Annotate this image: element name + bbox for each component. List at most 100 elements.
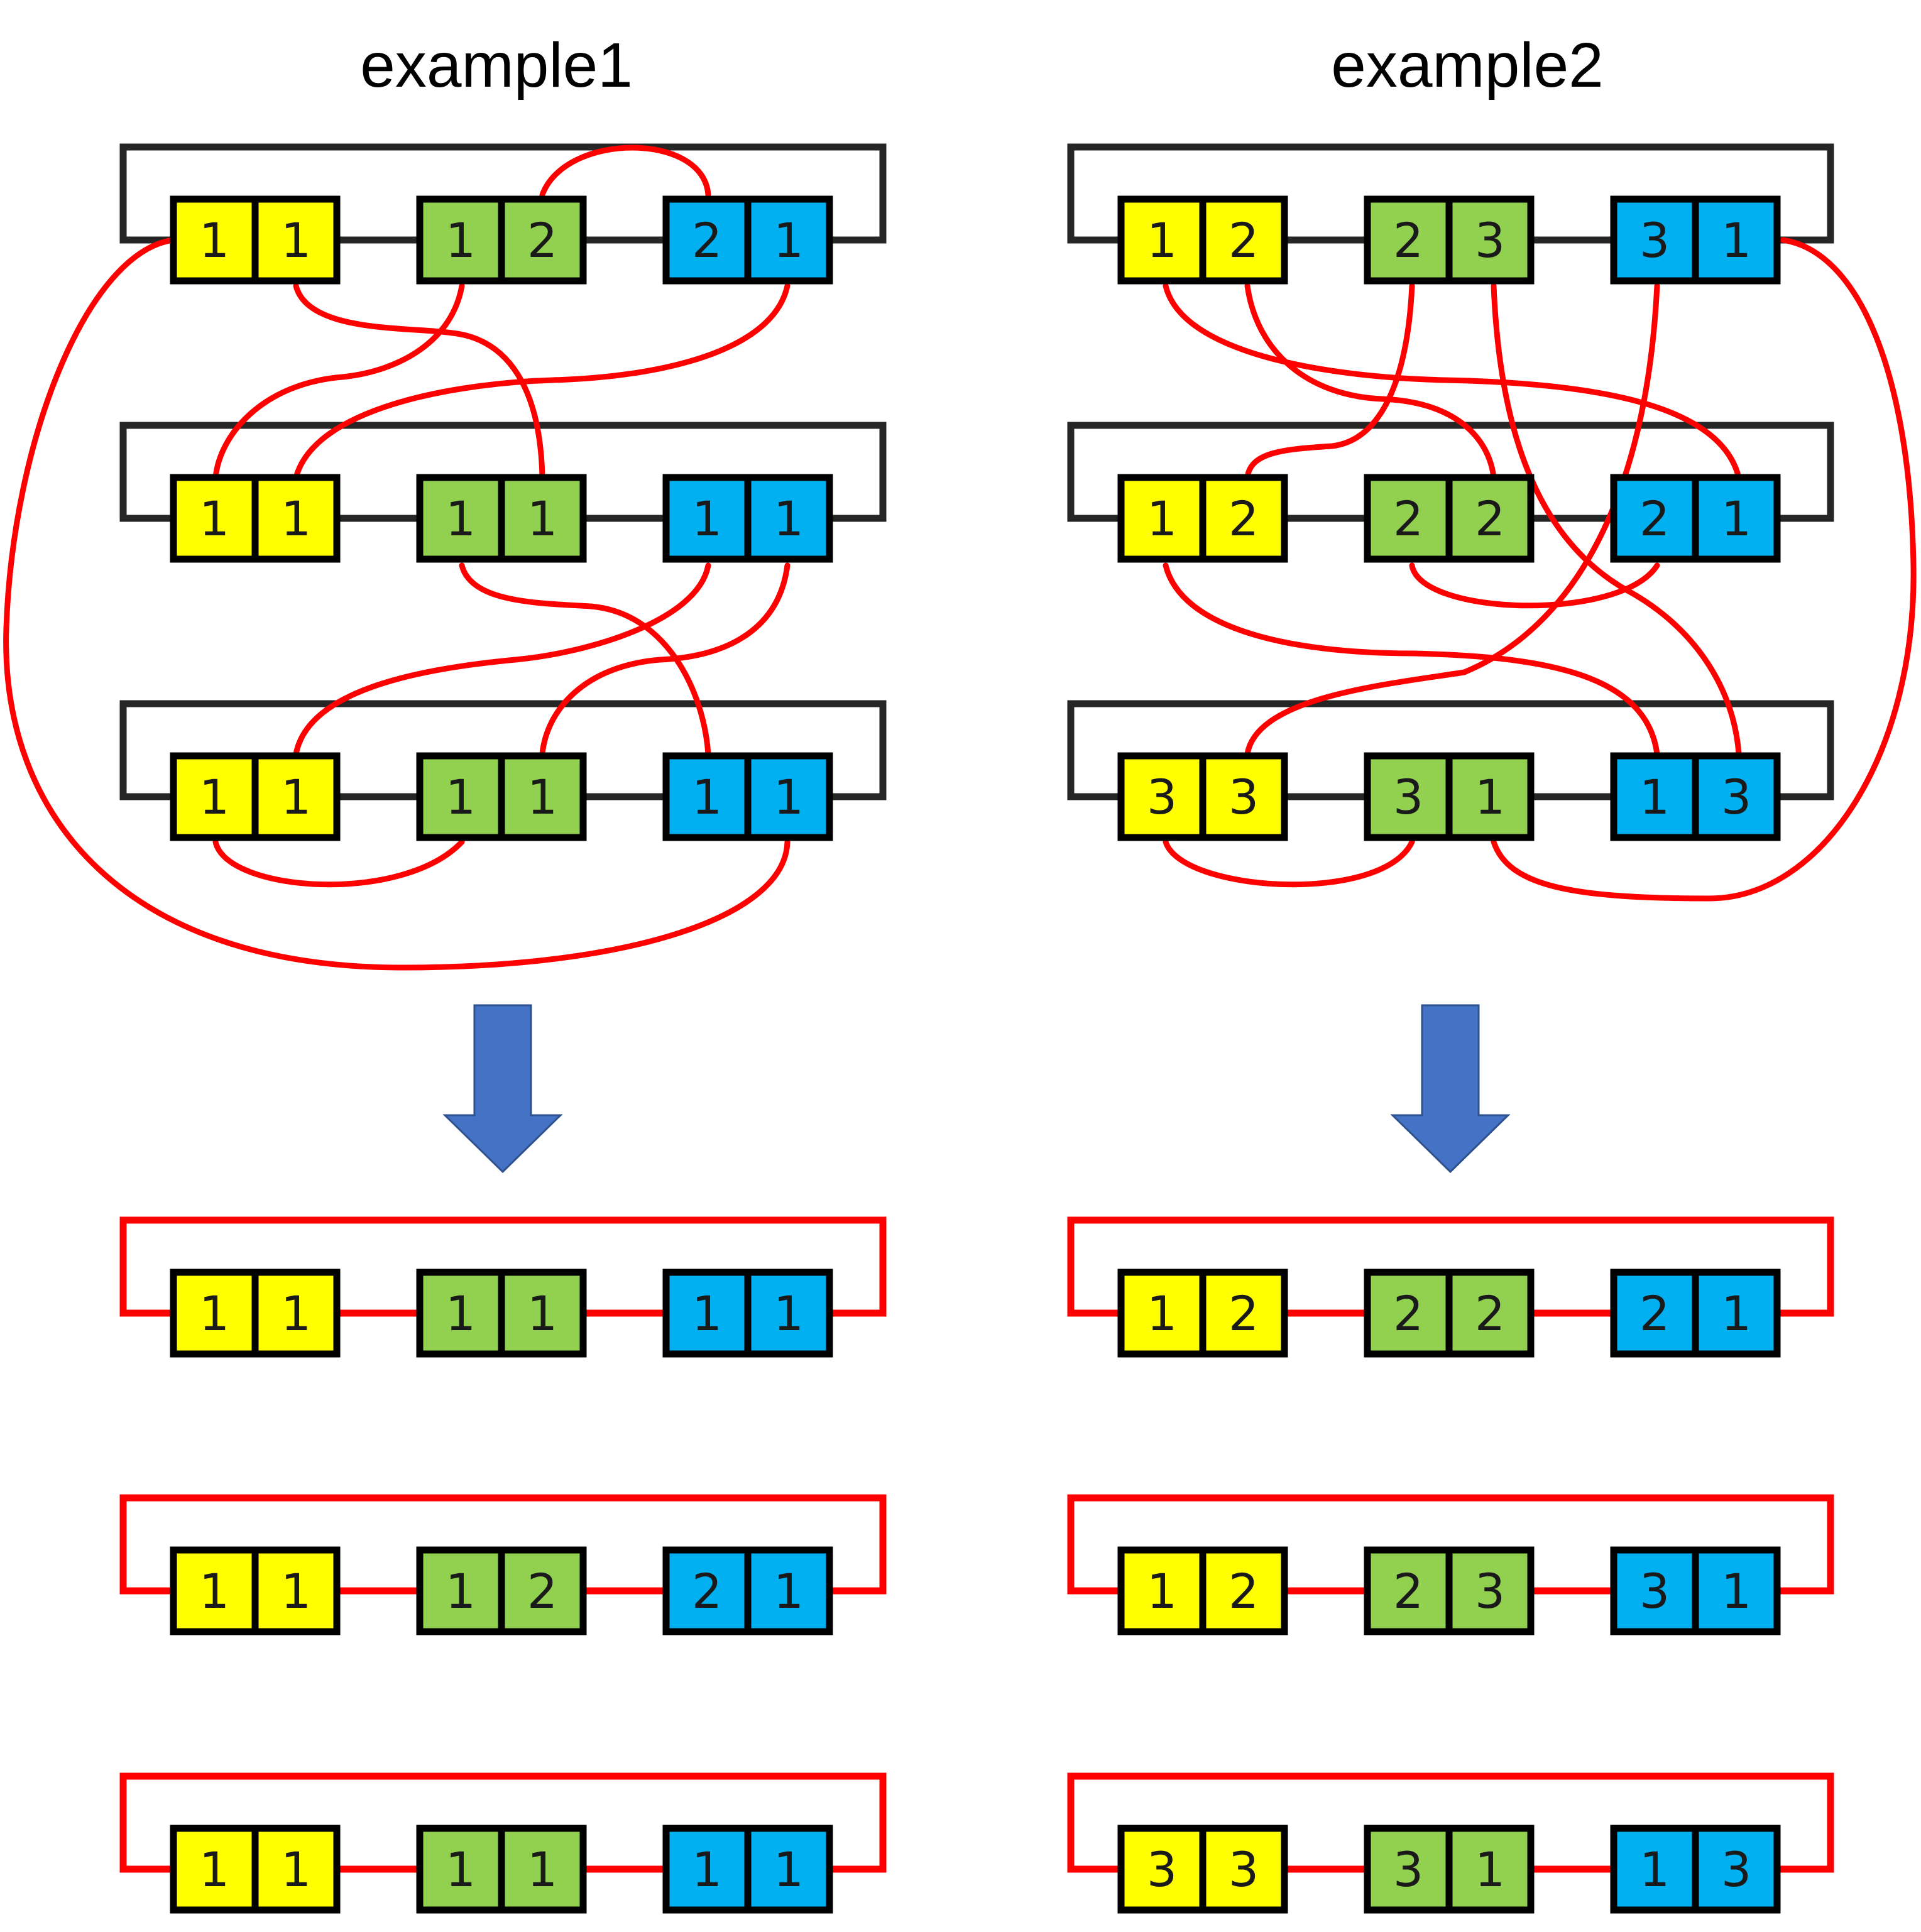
ex1-top-row3-block3-cell2-label: 1 bbox=[774, 769, 804, 825]
ex1-bottom-row1-block1-cell2-label: 1 bbox=[281, 1285, 311, 1341]
ex1-bottom-row3-block2-cell1-label: 1 bbox=[446, 1842, 476, 1897]
ex1-bottom-row3-loop-frame bbox=[119, 1772, 887, 1873]
ex2-bottom-row1-block2-cell2 bbox=[1445, 1269, 1535, 1358]
ex2-bottom-row3-loop-frame bbox=[1067, 1772, 1834, 1873]
ex1-bottom-row1-block1-cell2 bbox=[251, 1269, 341, 1358]
cable-ex2-f bbox=[1491, 237, 1917, 902]
ex1-bottom-row2-block2-cell2-label: 2 bbox=[527, 1563, 557, 1619]
ex1-top-row2-block3-cell2 bbox=[744, 474, 833, 563]
ex1-bottom-row2-block3-cell1-label: 2 bbox=[692, 1563, 722, 1619]
ex1-top-row2-loop-frame bbox=[119, 422, 887, 522]
ex1-top-row1-block1-cell2 bbox=[251, 195, 341, 285]
ex1-bottom-row1-block2-cell2-label: 1 bbox=[527, 1285, 557, 1341]
ex1-top-row1-block3-cell2-label: 1 bbox=[774, 212, 804, 268]
ex2-bottom-row1-block1-cell1 bbox=[1117, 1269, 1207, 1358]
ex2-top-row1 bbox=[1067, 143, 1834, 244]
ex2-top-row2-loop-frame bbox=[1067, 422, 1834, 522]
ex2-top-row1-block1-cell2 bbox=[1199, 195, 1288, 285]
ex1-top-row2 bbox=[119, 422, 887, 522]
cable-ex1-c bbox=[293, 283, 545, 481]
ex2-bottom-row3-block3-cell2-label: 3 bbox=[1721, 1842, 1751, 1897]
ex1-bottom-row2-block1-cell1-label: 1 bbox=[199, 1563, 229, 1619]
ex2-bottom-row1-block3-cell2 bbox=[1692, 1269, 1781, 1358]
ex2-bottom-row3-block1-cell2-label: 3 bbox=[1229, 1842, 1259, 1897]
ex1-bottom-row1-block3-cell2-label: 1 bbox=[774, 1285, 804, 1341]
ex2-bottom-row2-block3-cell1-label: 3 bbox=[1639, 1563, 1670, 1619]
title-example1: example1 bbox=[360, 30, 633, 101]
ex2-bottom-row2-block1-cell2-label: 2 bbox=[1229, 1563, 1259, 1619]
ex1-top-row3-block2-cell1 bbox=[416, 752, 505, 841]
ex1-down-arrow bbox=[442, 1004, 563, 1174]
ex1-bottom-row3-block1-cell2 bbox=[251, 1825, 341, 1914]
ex1-top-row1-loop-frame bbox=[119, 143, 887, 244]
ex1-bottom-row1-loop-frame bbox=[119, 1216, 887, 1317]
ex2-top-row1-block1-cell2-label: 2 bbox=[1229, 212, 1259, 268]
ex1-bottom-row2-block3-cell2 bbox=[744, 1546, 833, 1635]
ex2-top-row2-block1-cell1-label: 1 bbox=[1147, 491, 1177, 547]
ex2-top-row3-block1-cell2 bbox=[1199, 752, 1288, 841]
ex2-top-row2-block2-cell2 bbox=[1445, 474, 1535, 563]
ex1-bottom-row1-block1-cell1 bbox=[170, 1269, 259, 1358]
ex1-bottom-row2-block2-cell1-label: 1 bbox=[446, 1563, 476, 1619]
ex2-top-row1-block3-cell1 bbox=[1610, 195, 1699, 285]
ex1-bottom-row3-block2-cell1 bbox=[416, 1825, 505, 1914]
ex1-top-row2-block1-cell2 bbox=[251, 474, 341, 563]
ex2-top-row2-block3-cell2-label: 1 bbox=[1721, 491, 1751, 547]
cable-ex2-i bbox=[1163, 839, 1415, 888]
ex2-bottom-row1-block2-cell1 bbox=[1364, 1269, 1453, 1358]
ex1-bottom-row2-loop-frame bbox=[119, 1494, 887, 1595]
ex2-bottom-row1-block3-cell1 bbox=[1610, 1269, 1699, 1358]
ex1-top-row1-block1-cell1-label: 1 bbox=[199, 212, 229, 268]
ex2-bottom-row3-block1-cell1-label: 3 bbox=[1147, 1842, 1177, 1897]
ex1-top-row3-loop-frame bbox=[119, 700, 887, 800]
ex1-top-row3-block1-cell2-label: 1 bbox=[281, 769, 311, 825]
cable-ex2-b bbox=[1244, 283, 1497, 481]
ex1-top-row3-block3-cell2 bbox=[744, 752, 833, 841]
cable-ex1-a bbox=[539, 145, 711, 198]
ex1-bottom-row1-block3-cell1-label: 1 bbox=[692, 1285, 722, 1341]
cable-ex2-a bbox=[1163, 283, 1742, 481]
ex1-top-row1-block1-cell2-label: 1 bbox=[281, 212, 311, 268]
ex1-bottom-row1-block2-cell2 bbox=[498, 1269, 587, 1358]
ex2-bottom-row2-loop-frame bbox=[1067, 1494, 1834, 1595]
ex2-top-row1-block3-cell2-label: 1 bbox=[1721, 212, 1751, 268]
ex1-top-row3-block2-cell2-label: 1 bbox=[527, 769, 557, 825]
ex2-top-row2 bbox=[1067, 422, 1834, 522]
ex2-bottom-row2-block1-cell1-label: 1 bbox=[1147, 1563, 1177, 1619]
ex2-top-row2-block3-cell1 bbox=[1610, 474, 1699, 563]
ex1-top-row2-block1-cell1-label: 1 bbox=[199, 491, 229, 547]
ex2-top-row1-block3-cell2 bbox=[1692, 195, 1781, 285]
ex2-bottom-row3-block3-cell1-label: 1 bbox=[1639, 1842, 1670, 1897]
ex2-bottom-row2-block3-cell2-label: 1 bbox=[1721, 1563, 1751, 1619]
ex1-top-row2-block2-cell2-label: 1 bbox=[527, 491, 557, 547]
ex2-top-row3-block1-cell1-label: 3 bbox=[1147, 769, 1177, 825]
ex1-top-row2-block3-cell2-label: 1 bbox=[774, 491, 804, 547]
ex2-top-row2-block1-cell1 bbox=[1117, 474, 1207, 563]
ex2-top-row3-loop-frame bbox=[1067, 700, 1834, 800]
ex1-top-row3-block1-cell2 bbox=[251, 752, 341, 841]
ex1-bottom-row2-block2-cell1 bbox=[416, 1546, 505, 1635]
ex2-bottom-row2-block2-cell2-label: 3 bbox=[1475, 1563, 1505, 1619]
ex2-top-row3 bbox=[1067, 700, 1834, 800]
ex2-top-row1-block2-cell2-label: 3 bbox=[1475, 212, 1505, 268]
ex1-bottom-row1-block1-cell1-label: 1 bbox=[199, 1285, 229, 1341]
ex2-bottom-row3-block1-cell1 bbox=[1117, 1825, 1207, 1914]
ex1-bottom-row1-block2-cell1-label: 1 bbox=[446, 1285, 476, 1341]
ex1-top-row2-block2-cell1 bbox=[416, 474, 505, 563]
ex1-top-row3-block1-cell1 bbox=[170, 752, 259, 841]
ex1-top-row2-block2-cell2 bbox=[498, 474, 587, 563]
ex1-bottom-row2-block2-cell2 bbox=[498, 1546, 587, 1635]
ex2-top-row1-loop-frame bbox=[1067, 143, 1834, 244]
cable-ex1-e bbox=[293, 283, 791, 481]
ex1-bottom-row1-block3-cell2 bbox=[744, 1269, 833, 1358]
